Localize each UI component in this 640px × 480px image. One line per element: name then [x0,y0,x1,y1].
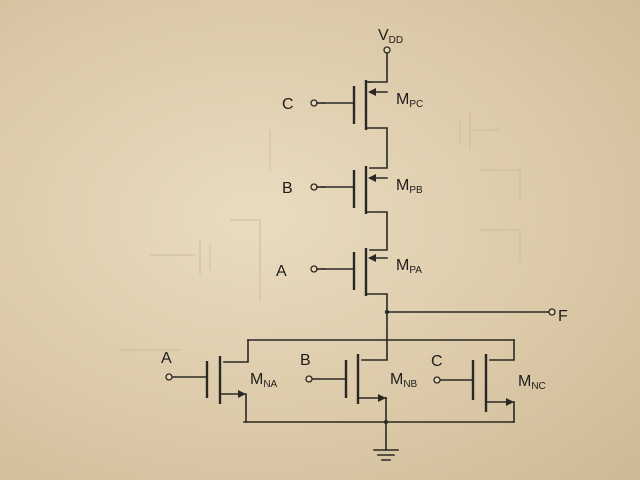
pmos-transistor-pc: C MPC [282,80,423,169]
nmos-transistor-nb: B MNB [300,339,418,404]
pmos-name-label: MPA [396,257,422,276]
output-label: F [558,308,568,325]
gate-terminal-c-bottom [433,376,441,384]
pmos-gate-input-label: A [276,263,287,280]
nmos-gate-input-label: A [161,350,172,367]
output-node: F [384,308,568,325]
vdd-terminal [383,46,391,54]
gate-terminal-b-top [310,183,318,191]
gate-terminal-c-top [310,99,318,107]
ground-symbol [373,397,399,461]
pmos-transistor-pa: A MPA [276,248,422,313]
vdd-supply: VDD [378,27,403,54]
vdd-label: VDD [378,27,403,46]
pmos-gate-input-label: B [282,180,293,197]
gate-terminal-b-bottom [305,375,313,383]
pmos-transistor-pb: B MPB [282,166,423,251]
output-terminal [548,308,556,316]
vdd-wire [369,52,388,83]
nmos-gate-input-label: B [300,352,311,369]
bleed-through-ghost [120,110,521,351]
nmos-drain-bus [247,311,515,341]
nmos-gate-input-label: C [431,353,443,370]
pmos-name-label: MPC [396,91,423,110]
pmos-gate-input-label: C [282,96,294,113]
nmos-name-label: MNB [390,371,418,390]
nmos-name-label: MNA [250,371,278,390]
nmos-transistor-na: A MNA [161,339,278,423]
nmos-name-label: MNC [518,373,546,392]
nmos-transistor-nc: C MNC [431,339,546,423]
gate-terminal-a-top [310,265,318,273]
pmos-name-label: MPB [396,177,423,196]
gate-terminal-a-bottom [165,373,173,381]
